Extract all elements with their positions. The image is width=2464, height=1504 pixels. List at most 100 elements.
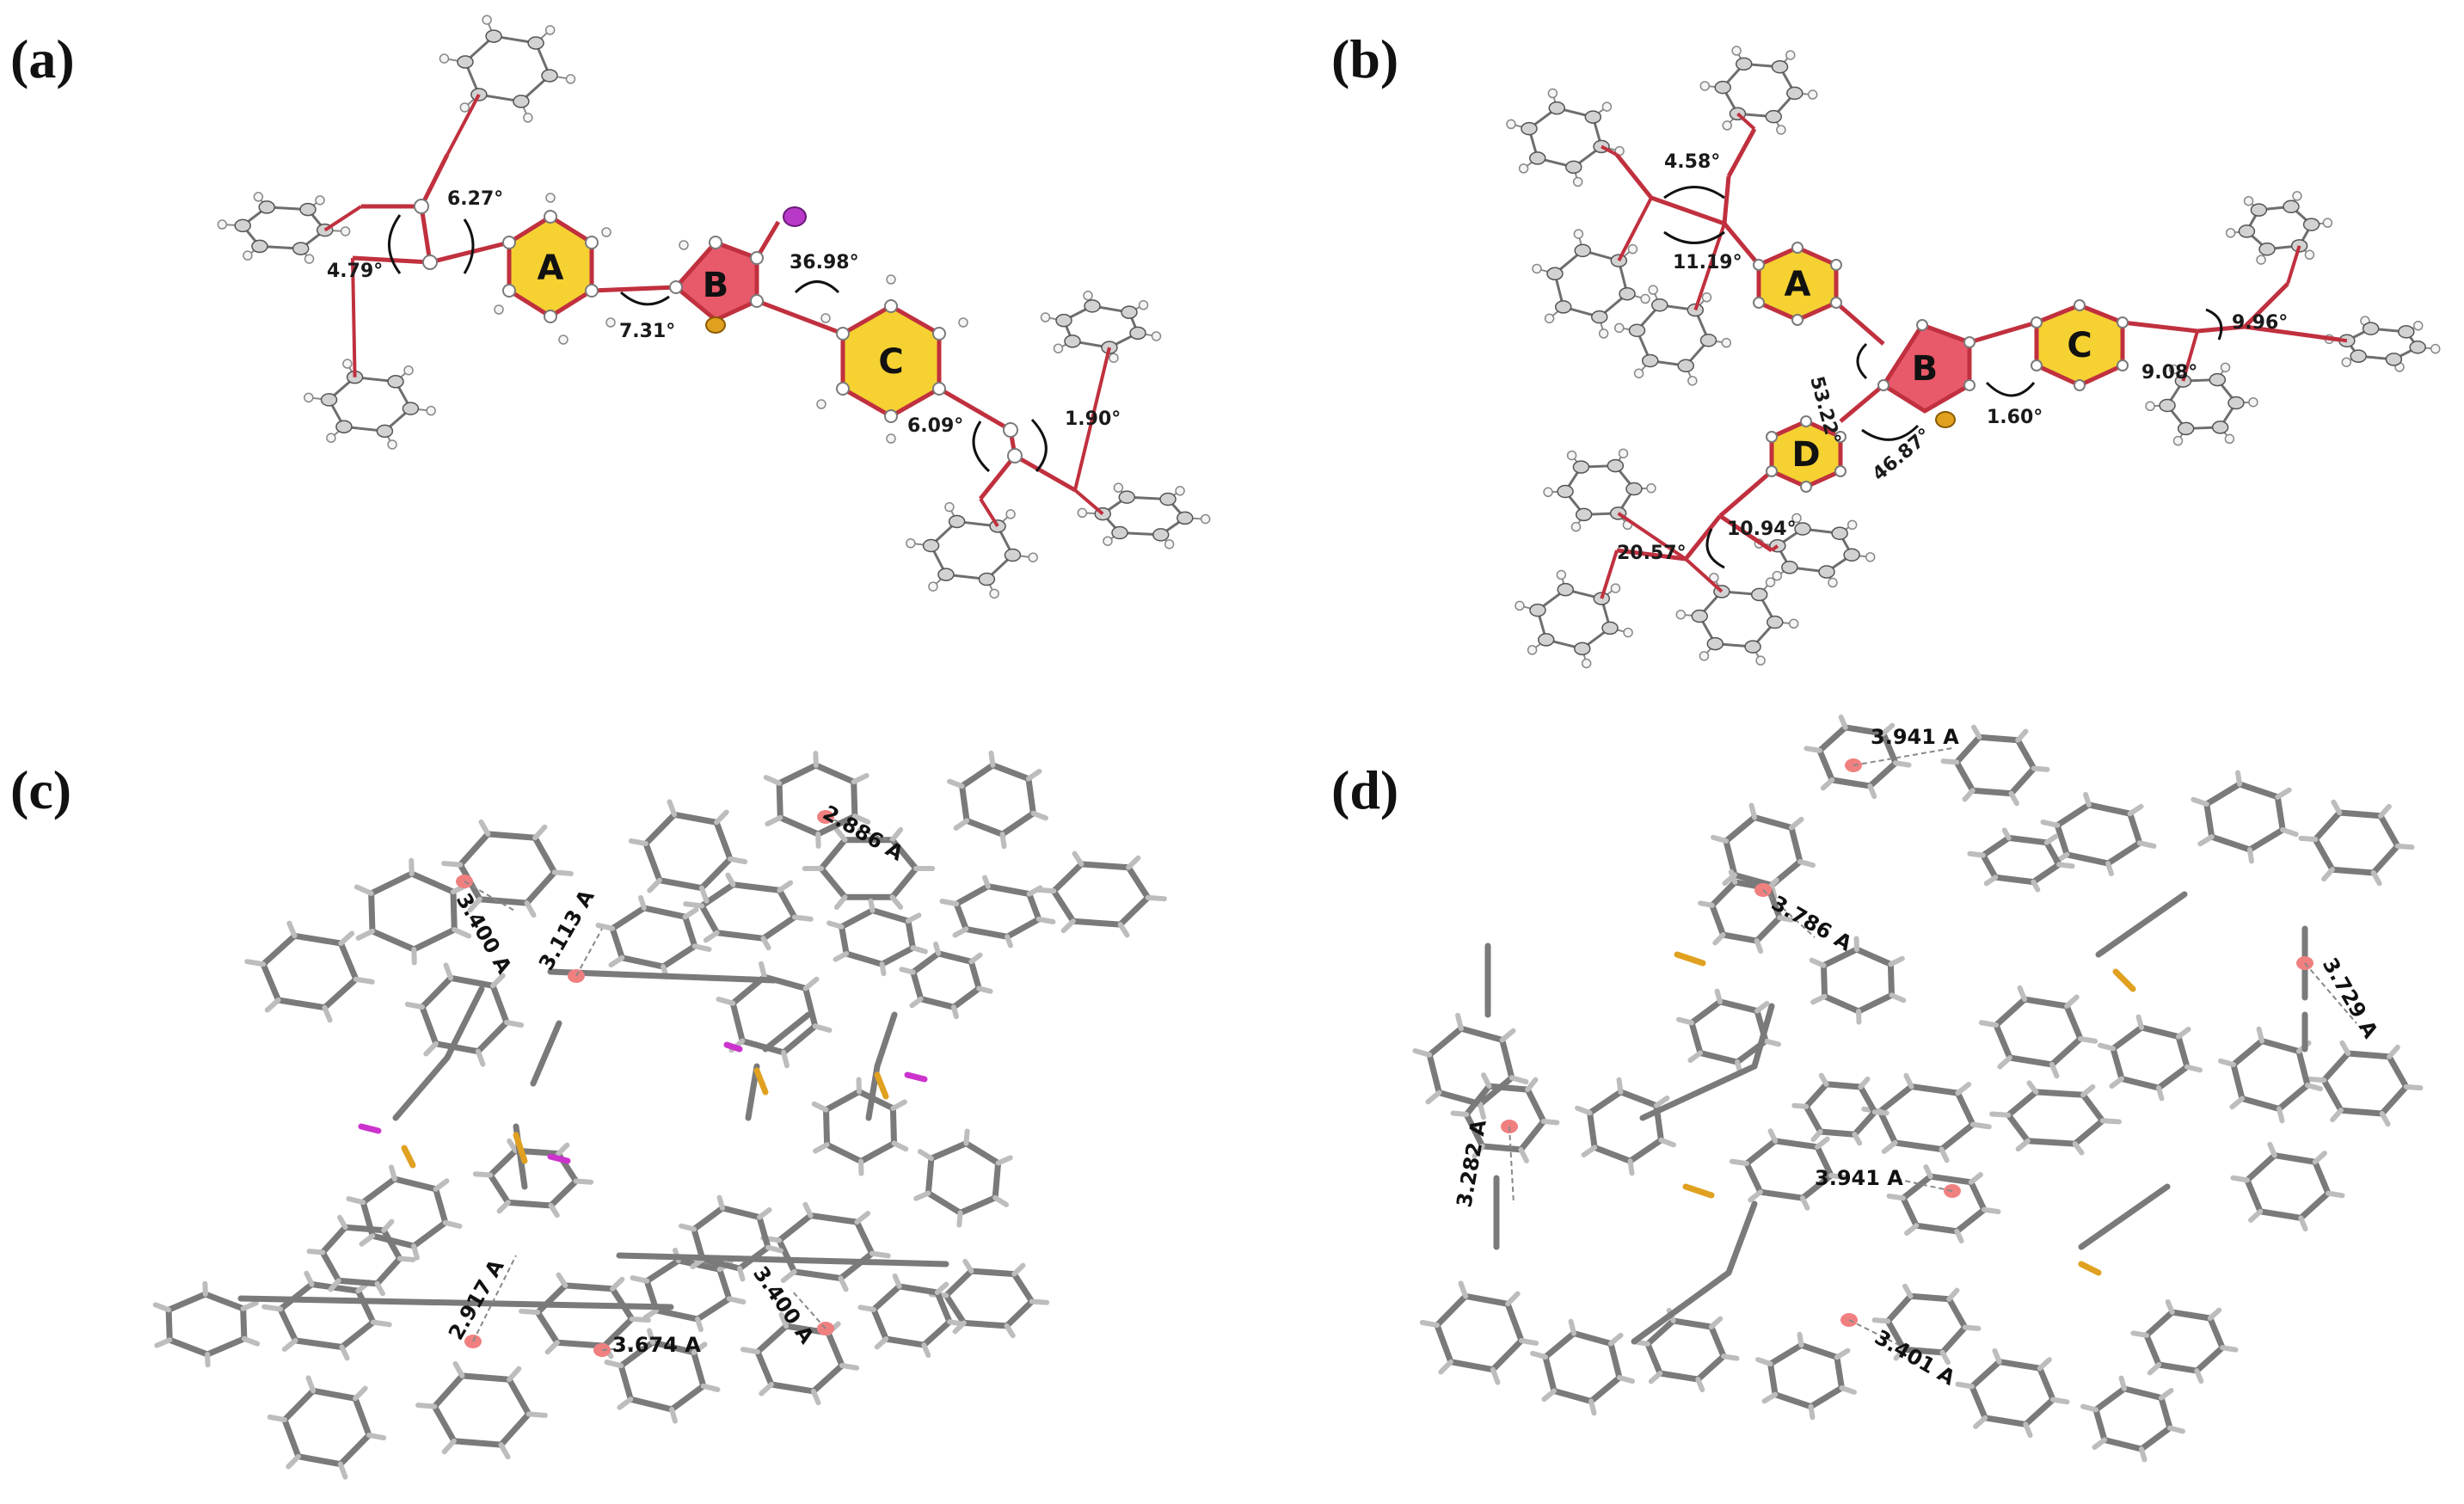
bond-stick [1751,1003,1775,1070]
angle-label: 46.87° [1869,425,1936,486]
ring-b-fill [1880,322,1972,414]
hydrogen-atom [601,227,611,237]
hydrogen-atom [558,335,568,345]
phenyl-ring [1967,827,2075,893]
phenyl-ring [1506,88,1625,187]
phenyl-ring [811,1077,909,1176]
phenyl-ring [2040,791,2157,877]
distance-label: 3.282 A [1452,1117,1491,1209]
phenyl-ring [2324,316,2441,372]
phenyl-ring [928,1258,1050,1339]
bond-stick [1631,1269,1732,1345]
phenyl-ring [1613,285,1732,386]
bond-stick [547,1153,571,1164]
panel-label-c: (c) [10,759,71,820]
phenyl-ring [1450,1072,1560,1163]
bond-stick [392,1054,451,1121]
phenyl-ring [152,1280,261,1368]
panel-b-core-atoms [1753,242,2129,493]
bond-stick [530,1020,562,1087]
panel-label-a: (a) [10,28,75,89]
phenyl-ring [1040,291,1162,363]
contact-line [2304,962,2357,1024]
bond-stick [513,1132,528,1164]
hydrogen-atom [820,313,831,323]
bond-stick [753,1067,769,1096]
phenyl-ring [1532,229,1650,339]
phenyl-ring [763,751,871,849]
phenyl-ring [1754,513,1876,588]
phenyl-ring [2191,770,2299,864]
angle-label: 1.60° [1987,407,2043,428]
ring-label-b: B [1912,349,1939,389]
phenyl-ring [1791,1072,1889,1146]
contact-line [790,1289,826,1329]
phenyl-ring [678,1194,784,1282]
phenyl-ring [217,192,351,264]
phenyl-ring [1989,1080,2122,1156]
phenyl-ring [1412,1012,1529,1120]
phenyl-ring [1077,482,1211,549]
angle-label: 9.96° [2232,312,2288,334]
panel-a-angle-arrows [388,214,1048,473]
bond-stick [1674,951,1706,967]
contact-line [1848,1319,1910,1351]
phenyl-ring [2130,1298,2239,1384]
phenyl-ring [441,819,574,918]
iodine-atom [783,206,807,227]
phenyl-ring [1419,1280,1539,1385]
hydrogen-atom [679,240,689,250]
hydrogen-atom [605,317,616,328]
phenyl-ring [1955,1347,2070,1439]
phenyl-ring [1803,714,1912,800]
phenyl-ring [1729,1128,1849,1211]
panel-c-skeleton [152,750,1167,1480]
phenyl-ring [1675,988,1782,1076]
phenyl-ring [760,1201,891,1292]
bond-stick [237,1295,674,1311]
phenyl-ring [630,1247,747,1333]
phenyl-ring [2298,799,2415,887]
hydrogen-atom [886,433,896,444]
bond-stick [874,1071,889,1100]
phenyl-ring [1575,1077,1676,1176]
bond-stick [2112,968,2136,992]
phenyl-ring [2097,1014,2203,1102]
phenyl-ring [404,962,525,1067]
phenyl-ring [1529,1318,1636,1416]
angle-label: 6.09° [907,415,963,437]
angle-label: 6.27° [447,188,503,210]
contact-line [472,1255,517,1342]
angle-label: 4.58° [1664,151,1720,173]
phenyl-ring [1886,1163,2001,1244]
panel-label-b: (b) [1331,28,1398,89]
phenyl-ring [306,1214,416,1297]
bond-stick [1682,1183,1715,1199]
phenyl-ring [1978,985,2098,1079]
phenyl-ring [826,898,928,977]
angle-label: 20.57° [1617,543,1687,564]
bond-stick [547,968,777,984]
bond-stick [2078,1261,2102,1276]
angle-label: 11.19° [1673,252,1742,273]
sulfur-atom [1935,411,1956,428]
bond-stick [723,1041,743,1053]
bond-stick [762,1011,812,1053]
bond-stick [874,1011,898,1070]
phenyl-ring [353,857,472,966]
phenyl-ring [913,1128,1013,1228]
panel-b-ortep-structure: A B C D 4.58° 11.19° 53.22° 46.87° 1.60°… [1506,46,2441,669]
panel-a-core-atoms [414,199,1023,463]
contact-line [825,816,895,844]
panel-b-skeleton [1506,46,2441,669]
hydrogen-atom [886,274,896,285]
phenyl-ring [716,961,833,1069]
bond-stick [904,1071,928,1083]
ring-label-b: B [703,266,729,305]
bond-stick [1639,1063,1758,1121]
phenyl-ring [857,1273,966,1359]
bond-stick [2095,891,2188,958]
phenyl-ring [628,799,748,904]
